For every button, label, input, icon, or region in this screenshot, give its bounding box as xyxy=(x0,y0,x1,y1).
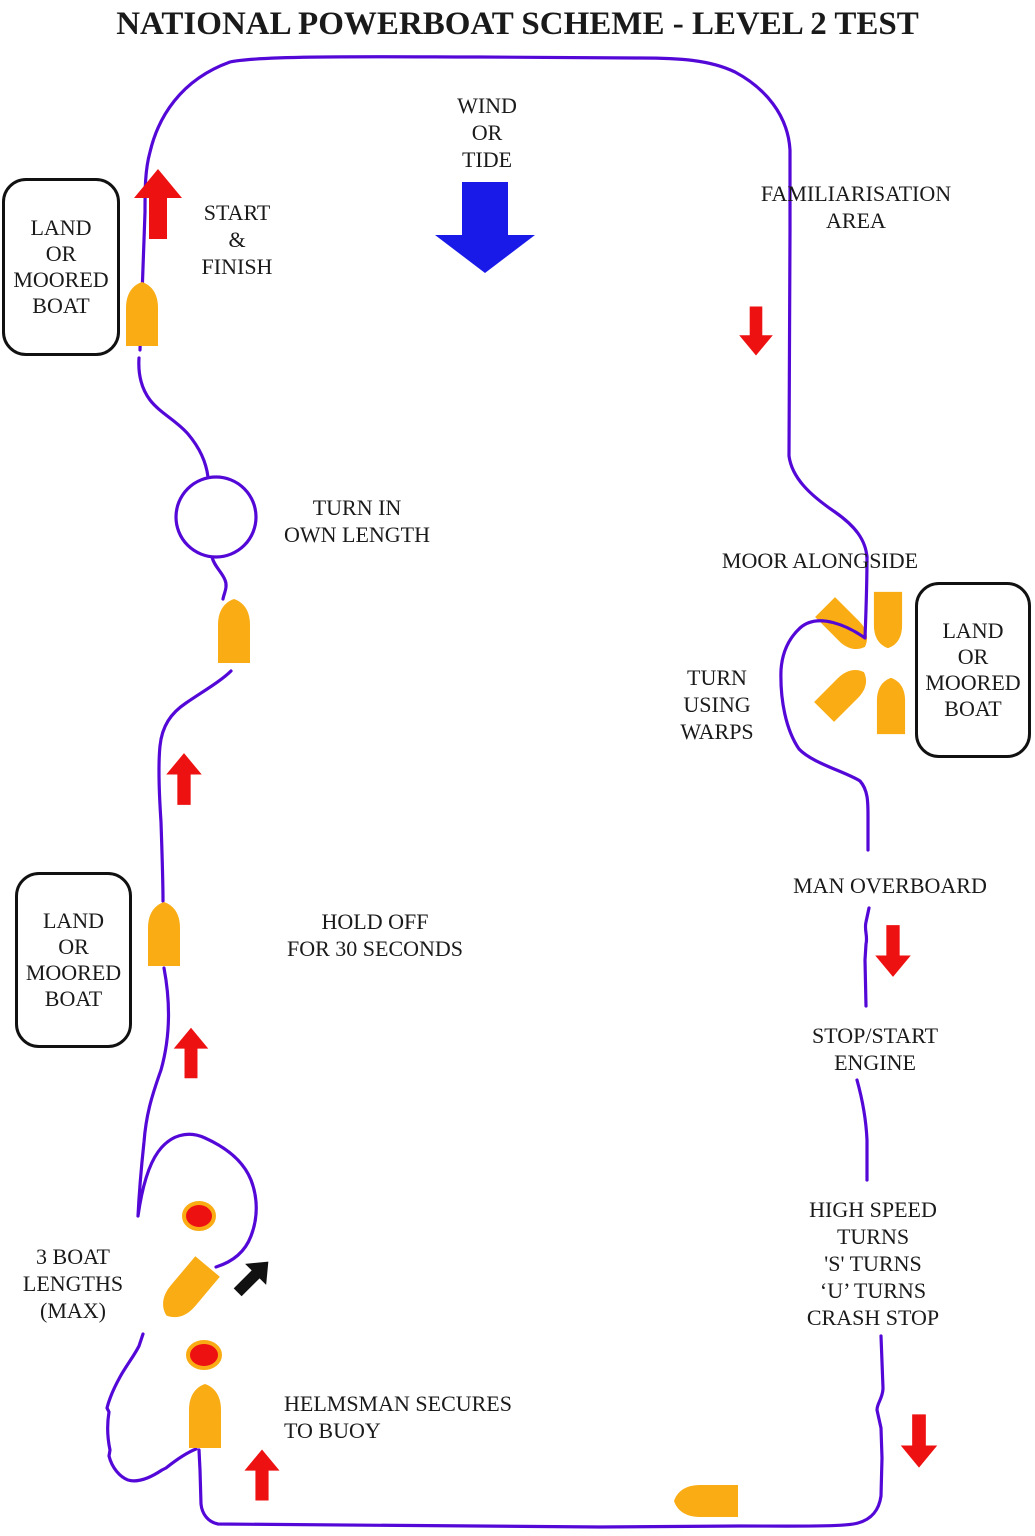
three-boat-lengths-label: 3 BOAT LENGTHS (MAX) xyxy=(22,1244,124,1323)
course-arrow-down-icon-bottom-right xyxy=(900,1414,938,1468)
turn-in-own-length-circle xyxy=(174,475,258,559)
course-path-right-upper xyxy=(863,906,871,1008)
stop-start-engine-label: STOP/START ENGINE xyxy=(811,1023,939,1075)
course-path-wiggle-loop xyxy=(105,1332,198,1483)
high-speed-turns-label: HIGH SPEED TURNS 'S' TURNS ‘U’ TURNS CRA… xyxy=(806,1197,940,1330)
wind-or-tide-label: WIND OR TIDE xyxy=(457,93,517,172)
powerboat-icon-warp-turn-south xyxy=(876,677,906,735)
course-arrow-up-icon-mid-left xyxy=(166,753,202,805)
land-or-moored-boat-box-right: LAND OR MOORED BOAT xyxy=(915,582,1031,758)
start-finish-label: START & FINISH xyxy=(201,200,273,279)
powerboat-icon-bottom xyxy=(674,1485,738,1517)
moor-alongside-label: MOOR ALONGSIDE xyxy=(721,548,919,573)
powerboat-icon-helmsman xyxy=(189,1384,221,1448)
helmsman-secures-label: HELMSMAN SECURES TO BUOY xyxy=(284,1391,512,1443)
course-path-warp-turn xyxy=(779,554,870,852)
land-or-moored-boat-box-top-left: LAND OR MOORED BOAT xyxy=(2,178,120,356)
course-path-circle-exit xyxy=(210,555,228,601)
powerboat-icon-start xyxy=(126,282,158,346)
powerboat-icon-buoy-turn xyxy=(154,1256,220,1326)
wind-tide-arrow-icon xyxy=(435,182,535,273)
powerboat-icon-warp-turn-north xyxy=(873,591,903,649)
course-path-bottom-run xyxy=(197,1334,885,1529)
turn-using-warps-label: TURN USING WARPS xyxy=(680,665,754,744)
powerboat-icon-below-circle xyxy=(218,599,250,663)
course-path-buoy-loop xyxy=(136,966,258,1269)
course-path-left-middle xyxy=(157,669,233,903)
mooring-buoy-icon-2 xyxy=(186,1340,222,1370)
course-arrow-up-icon-bottom xyxy=(244,1449,280,1501)
land-or-moored-boat-label-left: LAND OR MOORED BOAT xyxy=(25,908,122,1011)
powerboat-icon-warp-turn-south-west xyxy=(814,662,874,722)
course-path-start-to-circle xyxy=(137,356,210,479)
course-arrow-down-icon-man-overboard xyxy=(875,925,911,977)
mooring-buoy-icon-1 xyxy=(182,1201,216,1231)
land-or-moored-boat-label-right: LAND OR MOORED BOAT xyxy=(925,618,1021,721)
man-overboard-label: MAN OVERBOARD xyxy=(793,873,987,898)
familiarisation-area-label: FAMILIARISATION AREA xyxy=(760,181,952,233)
course-path-top-loop xyxy=(138,55,869,560)
course-path-right-middle xyxy=(855,1078,869,1182)
course-arrow-up-icon-lower-left xyxy=(173,1027,209,1079)
powerboat-icon-hold-off xyxy=(148,902,180,966)
land-or-moored-boat-label-top-left: LAND OR MOORED BOAT xyxy=(13,215,109,318)
course-arrow-down-icon-familiarisation xyxy=(739,306,773,356)
land-or-moored-boat-box-left: LAND OR MOORED BOAT xyxy=(15,872,132,1048)
hold-off-label: HOLD OFF FOR 30 SECONDS xyxy=(286,909,464,961)
turn-in-own-length-label: TURN IN OWN LENGTH xyxy=(283,495,431,547)
page-title: NATIONAL POWERBOAT SCHEME - LEVEL 2 TEST xyxy=(116,6,919,42)
